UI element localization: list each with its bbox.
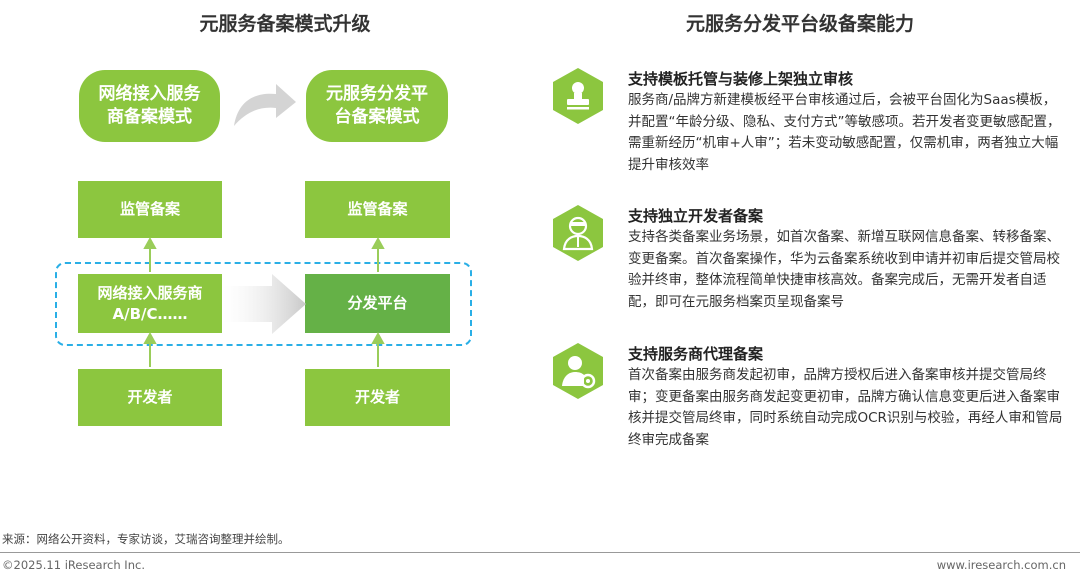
regulatory-filing-box-left: 监管备案: [78, 181, 222, 238]
website-link[interactable]: www.iresearch.com.cn: [936, 558, 1066, 572]
developer-icon: [553, 205, 603, 261]
up-arrow-icon: [143, 236, 157, 272]
feature-title: 支持独立开发者备案: [628, 207, 764, 225]
right-heading: 元服务分发平台级备案能力: [685, 13, 914, 35]
feature-description: 支持各类备案业务场景，如首次备案、新增互联网信息备案、转移备案、变更备案。首次备…: [628, 229, 1060, 310]
up-arrow-icon: [371, 331, 385, 367]
developer-box-right: 开发者: [305, 369, 450, 426]
feature-description: 服务商/品牌方新建模板经平台审核通过后，会被平台固化为Saas模板，并配置“年龄…: [628, 92, 1061, 173]
access-provider-box: 网络接入服务商 A/B/C……: [78, 274, 222, 333]
footer-divider: [0, 552, 1080, 553]
provider-platform-group: [55, 262, 472, 346]
feature-title: 支持服务商代理备案: [628, 345, 764, 363]
curved-arrow-icon: [234, 84, 296, 126]
up-arrow-icon: [143, 331, 157, 367]
right-arrow-icon: [222, 274, 306, 334]
feature-description: 首次备案由服务商发起初审，品牌方授权后进入备案审核并提交管局终审；变更备案由服务…: [628, 367, 1063, 448]
left-heading: 元服务备案模式升级: [199, 13, 371, 35]
feature-title: 支持模板托管与装修上架独立审核: [628, 70, 854, 88]
distribution-platform-mode-pill: 元服务分发平 台备案模式: [306, 70, 448, 142]
distribution-platform-box: 分发平台: [305, 274, 450, 333]
access-provider-mode-pill: 网络接入服务 商备案模式: [79, 70, 220, 142]
copyright: ©2025.11 iResearch Inc.: [2, 558, 145, 572]
developer-box-left: 开发者: [78, 369, 222, 426]
up-arrow-icon: [371, 236, 385, 272]
user-stamp-icon: [553, 68, 603, 124]
user-gear-icon: [553, 343, 603, 399]
source-note: 来源：网络公开资料，专家访谈，艾瑞咨询整理并绘制。: [2, 532, 290, 546]
regulatory-filing-box-right: 监管备案: [305, 181, 450, 238]
